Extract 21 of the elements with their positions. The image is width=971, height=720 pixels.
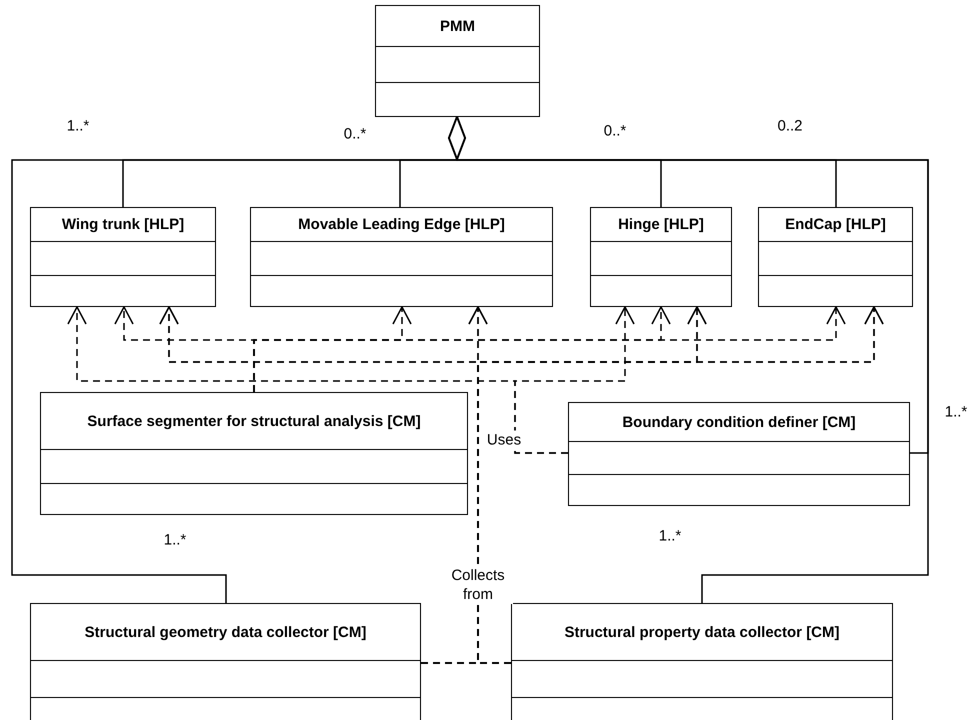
class-name: Structural geometry data collector [CM] xyxy=(84,622,366,642)
class-name: Hinge [HLP] xyxy=(618,215,704,234)
class-name: Movable Leading Edge [HLP] xyxy=(298,215,505,234)
class-name: Structural property data collector [CM] xyxy=(564,622,840,642)
class-box xyxy=(375,5,540,117)
class-box xyxy=(511,603,893,720)
dependency-arrow xyxy=(514,306,635,454)
aggregation-line xyxy=(448,116,929,603)
class-name: EndCap [HLP] xyxy=(785,215,886,234)
class-box xyxy=(30,207,216,307)
class-box xyxy=(250,207,553,307)
class-box xyxy=(758,207,913,307)
class-box xyxy=(590,207,732,307)
class-name: Boundary condition definer [CM] xyxy=(622,412,856,432)
class-name: Wing trunk [HLP] xyxy=(62,215,184,234)
class-name: PMM xyxy=(440,16,475,36)
class-box xyxy=(40,392,468,515)
class-box xyxy=(568,402,910,506)
class-box xyxy=(30,603,421,720)
class-name: Surface segmenter for structural analysis [CM] xyxy=(87,412,421,430)
dependency-arrow xyxy=(253,306,846,392)
